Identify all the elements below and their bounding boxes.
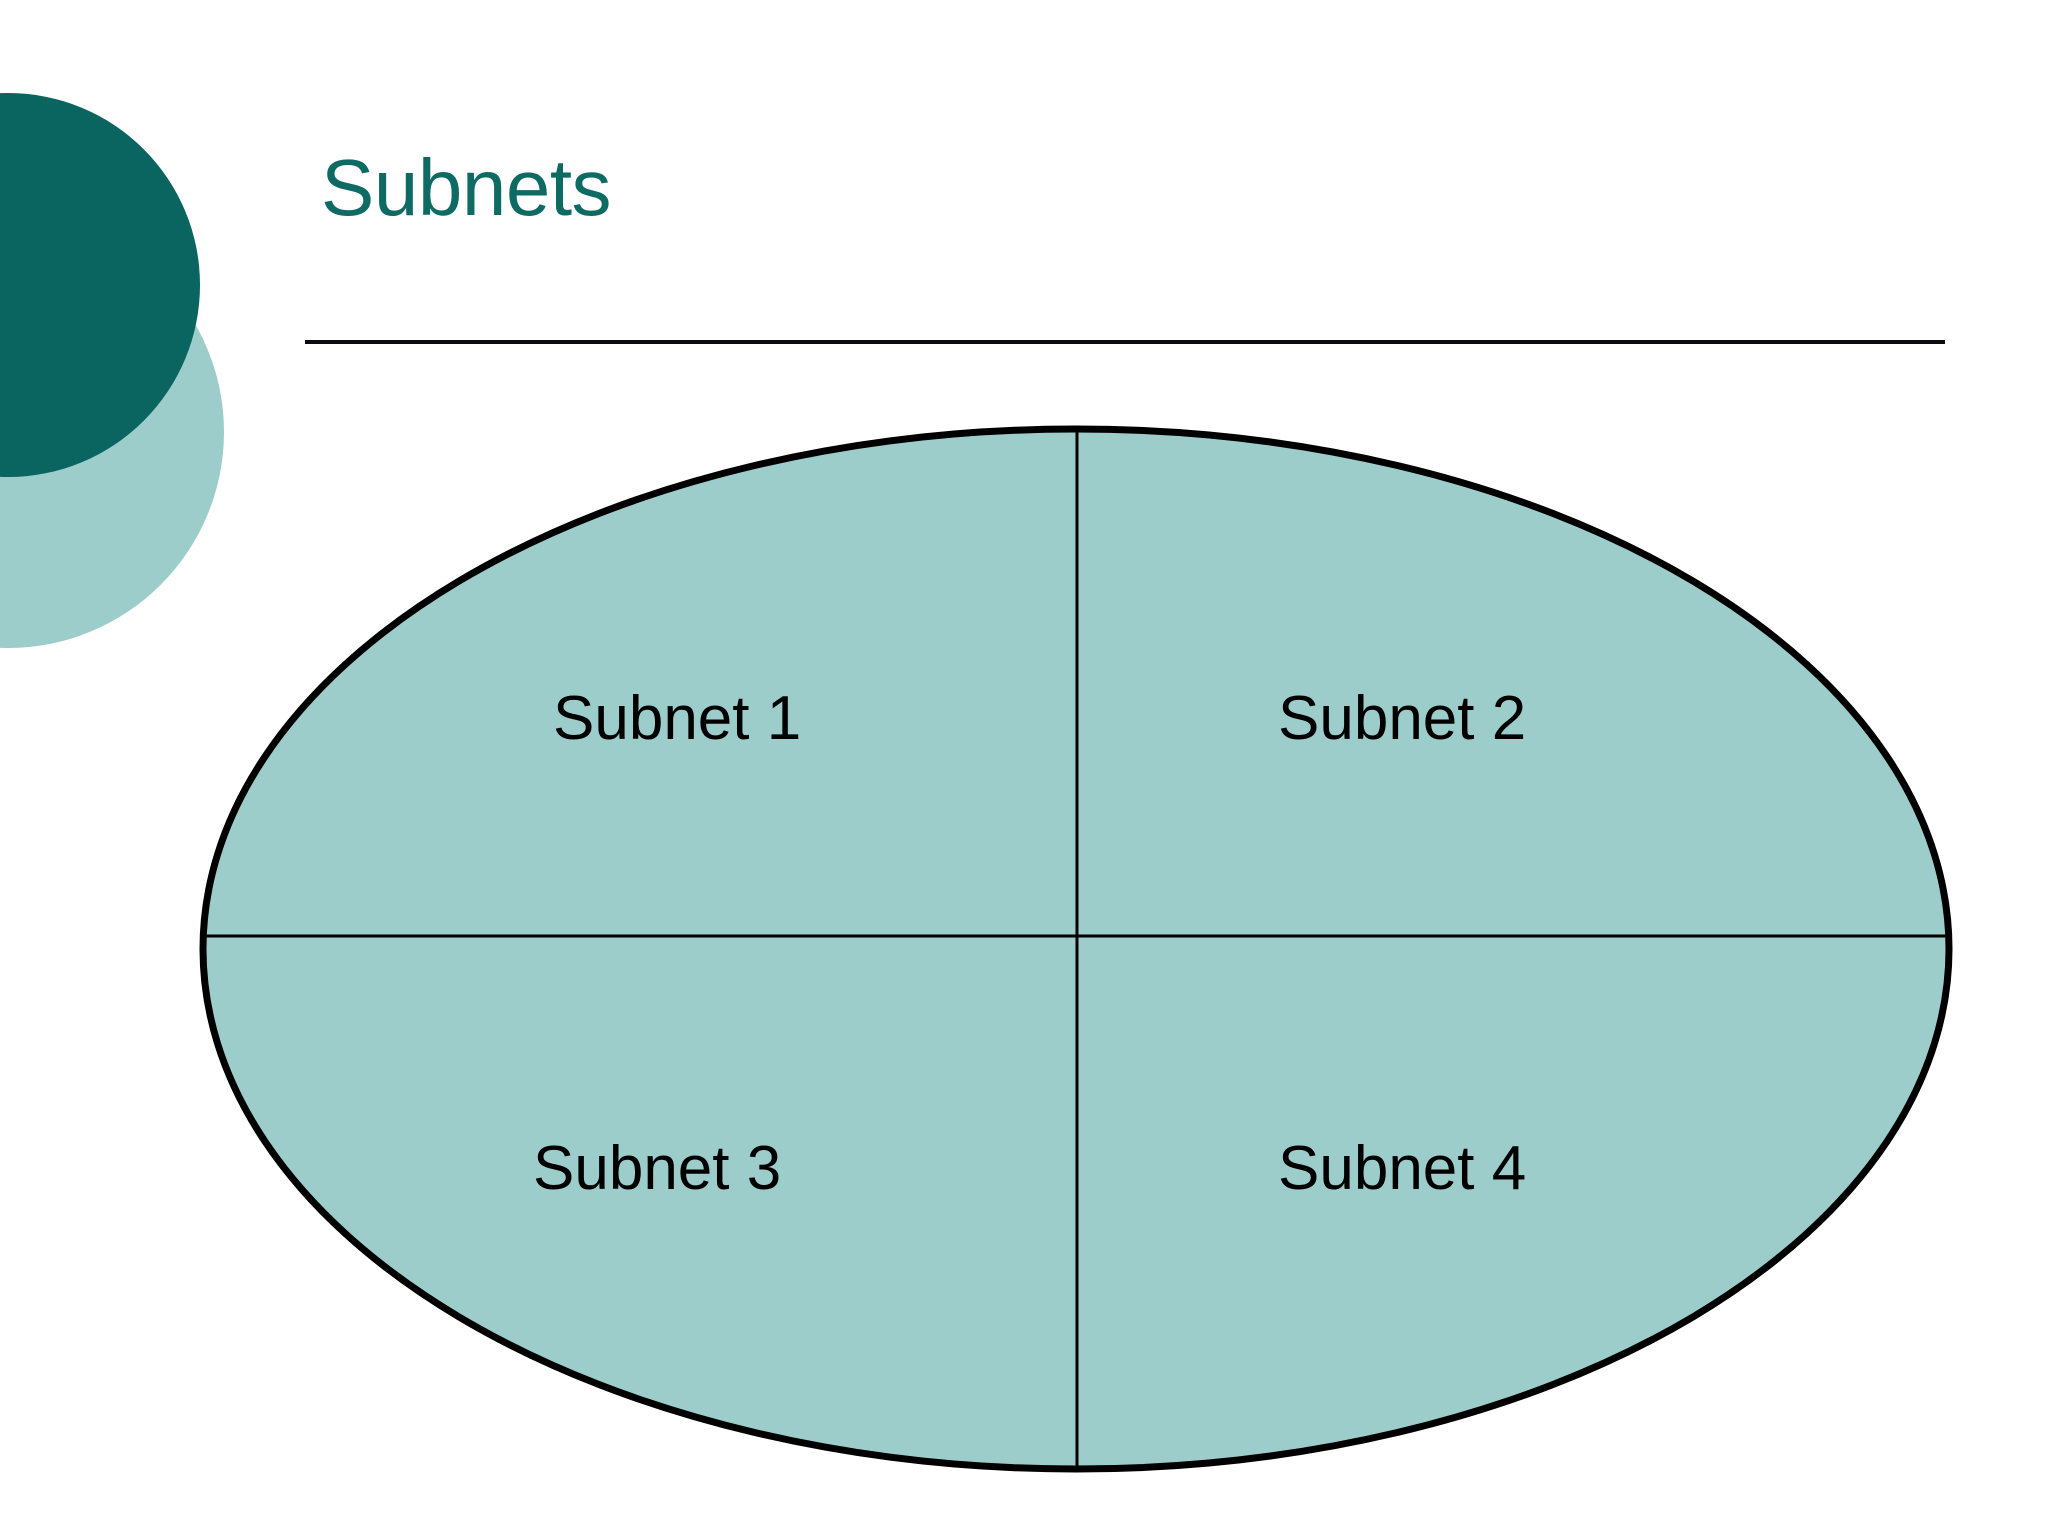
dark-teal-circle-icon — [0, 93, 200, 477]
title-block: Subnets — [305, 148, 1950, 348]
quadrant-label-subnet-4: Subnet 4 — [1278, 1134, 1527, 1203]
quadrant-label-subnet-3: Subnet 3 — [533, 1134, 782, 1203]
subnet-ellipse-diagram — [196, 418, 1956, 1480]
title-divider-rule — [305, 340, 1945, 344]
quadrant-label-subnet-1: Subnet 1 — [553, 684, 802, 753]
light-teal-circle-icon — [0, 216, 224, 648]
quadrant-label-subnet-2: Subnet 2 — [1278, 684, 1527, 753]
page-title: Subnets — [321, 143, 612, 232]
